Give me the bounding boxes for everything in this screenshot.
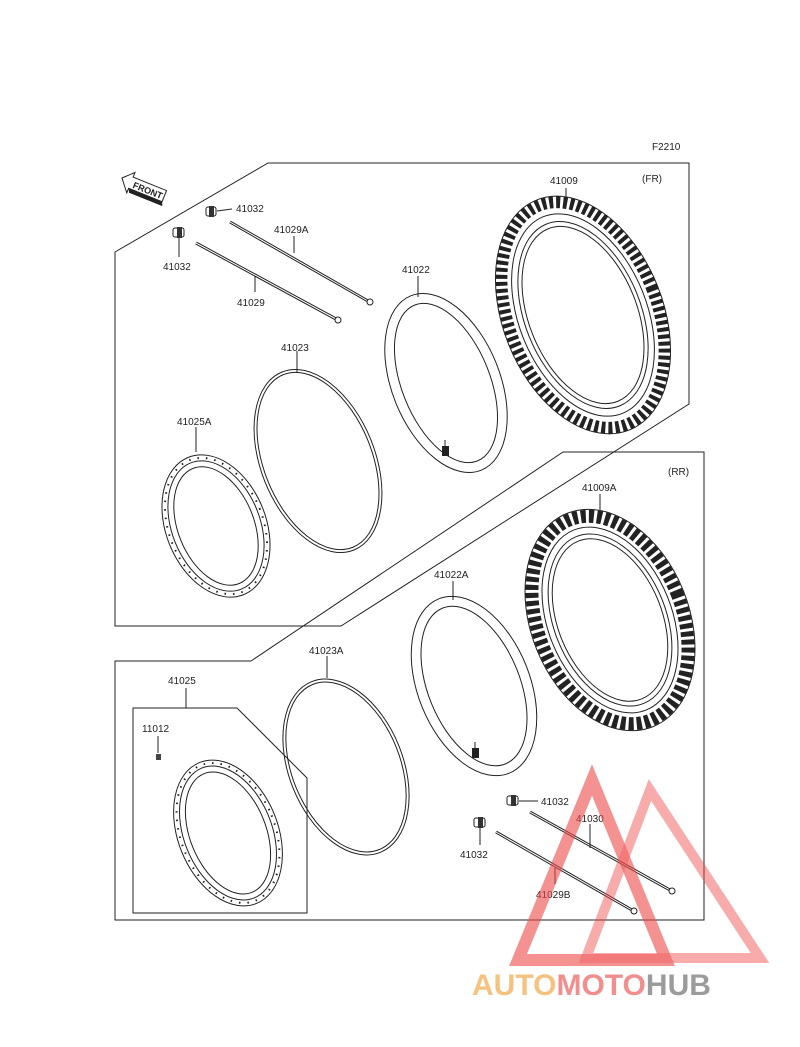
callout-rr-rim-band: 41023A (309, 646, 344, 657)
callout-rr-valve-nut-right: 41032 (541, 797, 569, 808)
rim-assembly-box (132, 707, 308, 914)
watermark-part-moto: MOTO (556, 969, 645, 1002)
callout-rr-valve-nut-left: 41032 (460, 850, 488, 861)
watermark-part-hub: HUB (646, 969, 711, 1002)
spoke-icon (529, 810, 676, 895)
spoke-icon (495, 830, 638, 915)
tube-valve-icon (472, 742, 479, 758)
tube-valve-icon (442, 440, 449, 456)
inner-tube-icon (384, 293, 508, 473)
valve-nut-icon (205, 206, 233, 217)
figure-code: F2210 (652, 142, 681, 153)
rim-band-icon (282, 678, 410, 856)
spoke-icon (229, 220, 374, 306)
callout-fr-tire: 41009 (550, 176, 578, 187)
rear-section-frame (114, 451, 705, 921)
wheel-rim-icon (161, 454, 271, 598)
watermark-triangle-icon (578, 779, 770, 963)
watermark-triangle-icon (509, 764, 675, 966)
inner-tube-icon (410, 595, 538, 777)
callout-rr-spoke-short: 41029B (536, 890, 571, 901)
rim-band-icon (253, 368, 383, 554)
valve-nut-icon (172, 227, 185, 257)
valve-nut-icon (473, 817, 486, 845)
watermark-part-auto: AUTO (472, 969, 556, 1002)
callout-rr-tube: 41022A (434, 570, 469, 581)
callout-fr-valve-nut-left: 41032 (163, 262, 191, 273)
front-arrow-icon: FRONT (121, 171, 168, 207)
callout-rr-nipple: 11012 (142, 724, 170, 735)
callout-fr-spoke-short: 41029 (237, 298, 265, 309)
spoke-nipple-icon (156, 754, 161, 760)
callout-fr-rim-band: 41023 (281, 343, 309, 354)
callout-fr-spoke-long: 41029A (274, 225, 309, 236)
callout-rr-rim-assy: 41025 (168, 676, 196, 687)
callout-rr-spoke-long: 41030 (576, 814, 604, 825)
spoke-icon (195, 241, 342, 324)
knobby-tire-icon (524, 508, 696, 732)
valve-nut-icon (506, 795, 538, 806)
wheel-rim-icon (173, 759, 283, 907)
front-section-frame (114, 162, 690, 627)
svg-text:AUTOMOTOHUB: AUTOMOTOHUB (472, 969, 711, 1002)
knobby-tire-icon (494, 195, 672, 435)
section-label-front: (FR) (642, 174, 662, 185)
callout-fr-tube: 41022 (402, 265, 430, 276)
section-label-rear: (RR) (668, 467, 689, 478)
callout-fr-valve-nut-top: 41032 (236, 204, 264, 215)
callout-fr-rim: 41025A (177, 417, 212, 428)
watermark-logo: AUTOMOTOHUB (472, 764, 770, 1002)
callout-rr-tire: 41009A (582, 483, 617, 494)
